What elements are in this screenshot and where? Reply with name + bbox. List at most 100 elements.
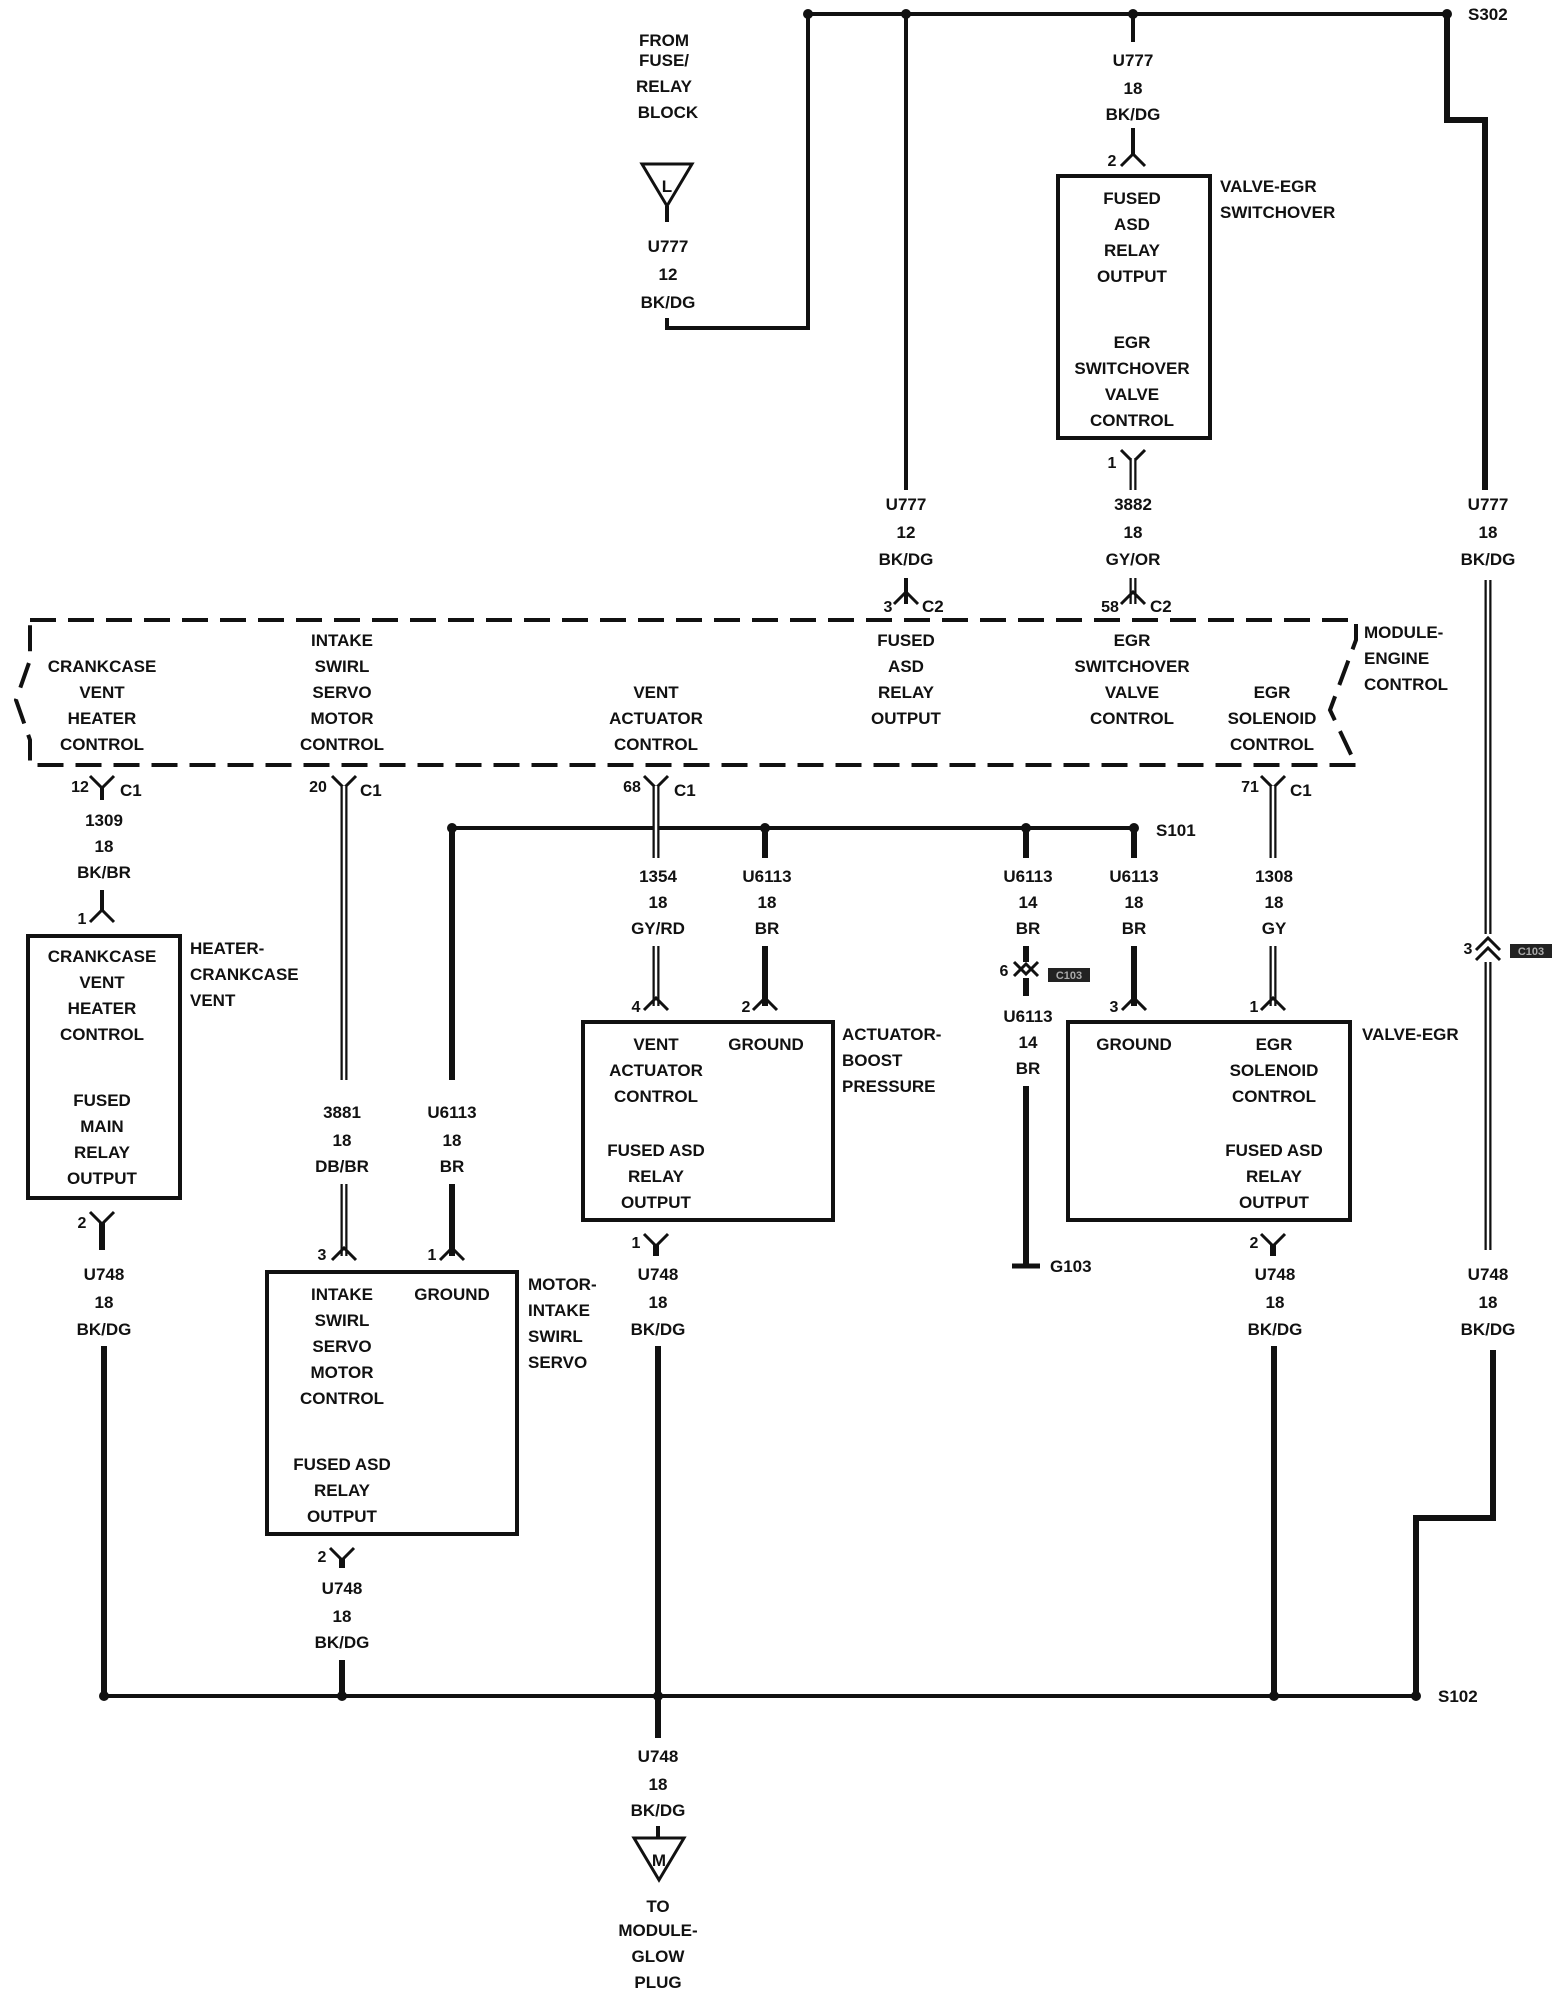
c103-pin6-label: 6 <box>1000 963 1009 980</box>
u748-wire-out: U748 <box>638 1747 679 1766</box>
u748-wire-misv: U748 <box>322 1579 363 1598</box>
vegr-line: EGR <box>1256 1035 1293 1054</box>
vs-line: EGR <box>1114 333 1151 352</box>
hcv-line: CRANKCASE <box>48 947 157 966</box>
abp-line: VENT <box>633 1035 679 1054</box>
vs-bottom-color: GY/OR <box>1106 550 1161 569</box>
c1-label-b: C1 <box>360 781 382 800</box>
ecm-u777-gauge: 12 <box>897 523 916 542</box>
vegr-pin3-connector <box>1120 995 1148 1012</box>
wire-u6113-d-gauge: 14 <box>1019 1033 1038 1052</box>
abp-ground-label: GROUND <box>728 1035 804 1054</box>
wire-3881-color: DB/BR <box>315 1157 369 1176</box>
u748-gauge-out: 18 <box>649 1775 668 1794</box>
wire-1354-gauge: 18 <box>649 893 668 912</box>
ecm-title-1: MODULE- <box>1364 623 1443 642</box>
vegr-pin3-label: 3 <box>1110 999 1119 1016</box>
c103-pin3-connector <box>1474 935 1502 952</box>
hcv-title-3: VENT <box>190 991 236 1010</box>
fuse-relay-block-feed: FROM FUSE/ RELAY BLOCK L U777 12 BK/DG <box>636 14 810 330</box>
hcv-line: VENT <box>79 973 125 992</box>
c1-label-d: C1 <box>1290 781 1312 800</box>
vs-line: ASD <box>1114 215 1150 234</box>
vs-top-gauge: 18 <box>1124 79 1143 98</box>
vegr-line: OUTPUT <box>1239 1193 1310 1212</box>
c103-pin3-connector-b <box>1474 945 1502 962</box>
abp-title-1: ACTUATOR- <box>842 1025 941 1044</box>
vs-pin2-label: 2 <box>1108 153 1117 170</box>
u748-gauge-r: 18 <box>1479 1293 1498 1312</box>
ecm-crankcase-label: CRANKCASE <box>48 657 157 676</box>
hcv-line: CONTROL <box>60 1025 144 1044</box>
ecm-egrsol-label: EGR <box>1254 683 1291 702</box>
heater-crankcase-vent-box <box>26 934 182 1200</box>
hcv-line: HEATER <box>68 999 137 1018</box>
connector-l-symbol <box>639 162 695 209</box>
plug-label: PLUG <box>634 1973 681 1992</box>
vegr-line: FUSED ASD <box>1225 1141 1323 1160</box>
ecm-u777-color: BK/DG <box>879 550 934 569</box>
wire-u777-label: U777 <box>648 237 689 256</box>
c103-tag-left-text: C103 <box>1056 970 1082 982</box>
right-u777-gauge: 18 <box>1479 523 1498 542</box>
c2-label-a: C2 <box>922 597 944 616</box>
abp-line: CONTROL <box>614 1087 698 1106</box>
misv-line: FUSED ASD <box>293 1455 391 1474</box>
u748-color-abp: BK/DG <box>631 1320 686 1339</box>
ecm-egrsw-label: VALVE <box>1105 683 1159 702</box>
from-label: FROM <box>639 31 689 50</box>
u748-color-vegr: BK/DG <box>1248 1320 1303 1339</box>
motor-intake-swirl-servo: INTAKE SWIRL SERVO MOTOR CONTROL FUSED A… <box>265 1270 597 1696</box>
c2-pin58-connector <box>1119 589 1147 606</box>
abp-line: RELAY <box>628 1167 685 1186</box>
splice-s101-label: S101 <box>1156 821 1196 840</box>
u748-wire-hcv: U748 <box>84 1265 125 1284</box>
c103-tag-left <box>1048 968 1090 982</box>
block-label: BLOCK <box>638 103 699 122</box>
misv-line: SWIRL <box>315 1311 370 1330</box>
ecm-fused-label: FUSED <box>877 631 935 650</box>
ecm-intake-label: SWIRL <box>315 657 370 676</box>
u748-wire-r: U748 <box>1468 1265 1509 1284</box>
connector-l-letter: L <box>662 177 672 196</box>
wire-u6113-a: U6113 <box>742 867 791 886</box>
heater-crankcase-vent: CRANKCASE VENT HEATER CONTROL FUSED MAIN… <box>26 934 299 1696</box>
c103-tag-right <box>1510 944 1552 958</box>
u748-gauge-vegr: 18 <box>1266 1293 1285 1312</box>
c103-pin6-connector-b <box>1012 961 1040 978</box>
abp-title-2: BOOST <box>842 1051 903 1070</box>
vegr-line: RELAY <box>1246 1167 1303 1186</box>
ecm-intake-label: CONTROL <box>300 735 384 754</box>
vs-pin1-label: 1 <box>1108 455 1117 472</box>
wire-1309-color: BK/BR <box>77 863 131 882</box>
ecm-crankcase-label: VENT <box>79 683 125 702</box>
misv-line: MOTOR <box>311 1363 374 1382</box>
abp-pin1-label: 1 <box>632 1235 641 1252</box>
wire-3881: 3881 <box>323 1103 361 1122</box>
glow-label: GLOW <box>632 1947 686 1966</box>
wire-1308-gauge: 18 <box>1265 893 1284 912</box>
vegr-title: VALVE-EGR <box>1362 1025 1459 1044</box>
wire-u6113-d-color: BR <box>1016 1059 1041 1078</box>
abp-line: OUTPUT <box>621 1193 692 1212</box>
misv-title-4: SERVO <box>528 1353 587 1372</box>
ecm-fused-label: RELAY <box>878 683 935 702</box>
c1-label-a: C1 <box>120 781 142 800</box>
s102-bus: S102 <box>99 1687 1478 1706</box>
misv-line: OUTPUT <box>307 1507 378 1526</box>
u748-gauge-hcv: 18 <box>95 1293 114 1312</box>
wire-u6113-a-color: BR <box>755 919 780 938</box>
vs-line: FUSED <box>1103 189 1161 208</box>
misv-line: INTAKE <box>311 1285 373 1304</box>
vs-line: OUTPUT <box>1097 267 1168 286</box>
ecm-u777-wire: U777 <box>886 495 927 514</box>
hcv-line: RELAY <box>74 1143 131 1162</box>
c2-pin3-connector <box>892 589 920 606</box>
top-bus: S302 <box>803 5 1508 24</box>
wire-1309-gauge: 18 <box>95 837 114 856</box>
ecm-egrsw-label: CONTROL <box>1090 709 1174 728</box>
hcv-pin2-label: 2 <box>78 1215 87 1232</box>
misv-line: SERVO <box>312 1337 371 1356</box>
wire-u6113-a-gauge: 18 <box>758 893 777 912</box>
pin-12-label: 12 <box>71 779 89 796</box>
